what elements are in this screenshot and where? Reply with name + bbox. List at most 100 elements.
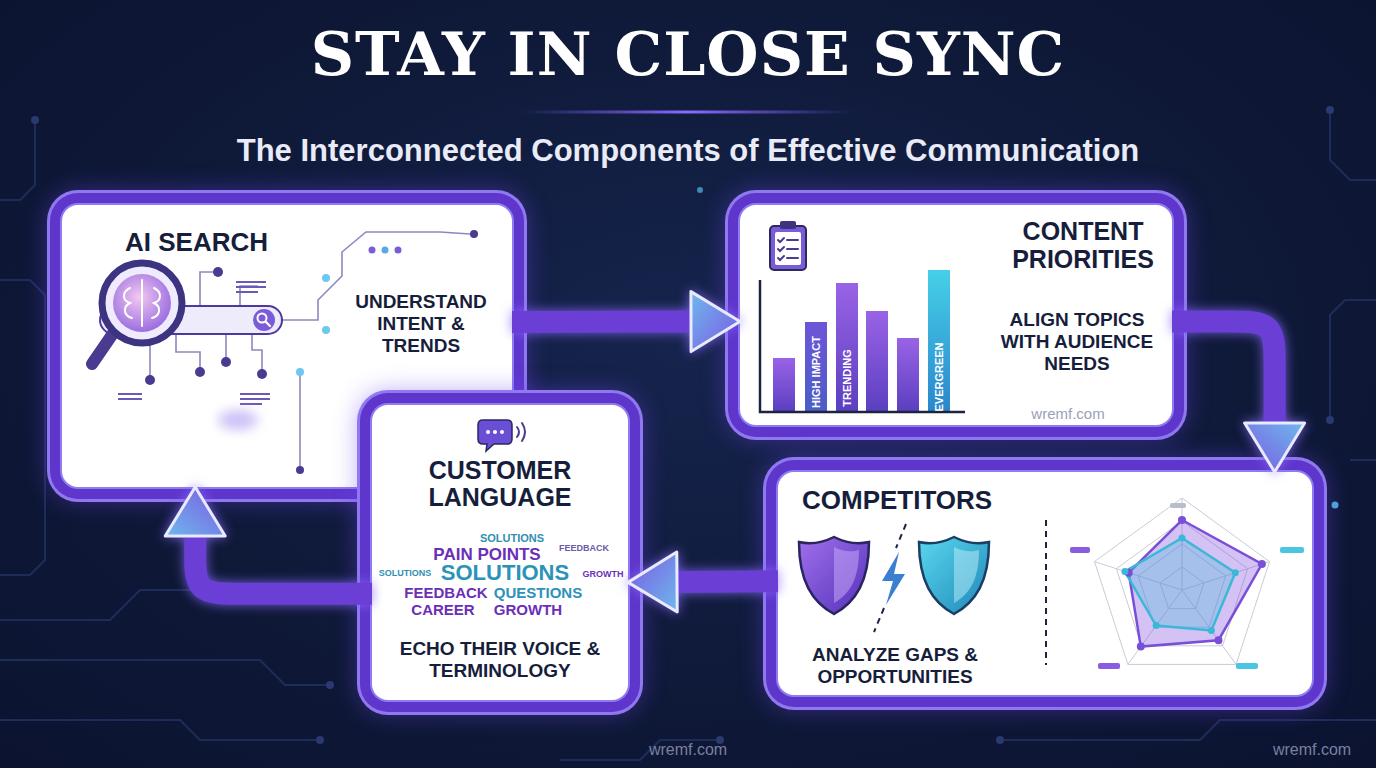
radar-tick <box>1170 503 1186 508</box>
network-line <box>150 232 470 470</box>
bar <box>928 270 950 412</box>
shield-highlight <box>834 547 859 603</box>
brain-fold <box>141 280 143 326</box>
radar-point <box>1121 568 1128 575</box>
network-dot <box>145 375 155 385</box>
progress-dots <box>369 247 376 254</box>
radar-point <box>1215 636 1223 644</box>
radar-grid <box>1095 498 1270 664</box>
flow-arrow <box>1172 322 1275 422</box>
list-icon <box>240 403 262 405</box>
network-dot <box>257 369 267 379</box>
list-icon <box>236 291 258 293</box>
brain-fold <box>124 280 160 326</box>
search-glass <box>258 314 267 323</box>
network-line <box>200 272 214 306</box>
glow-dot <box>296 368 304 376</box>
checklist-line <box>778 238 784 242</box>
circuit-trace <box>0 110 1376 760</box>
checklist-line <box>787 248 798 250</box>
bar <box>773 270 950 412</box>
radar-grid <box>1160 567 1204 609</box>
brain-fold <box>124 288 132 318</box>
radar-series <box>1129 520 1262 647</box>
network-dot <box>213 267 223 277</box>
shield-icon <box>799 537 869 614</box>
speech-dot <box>486 430 504 434</box>
checklist-line <box>787 257 798 259</box>
circuit-node <box>996 736 1004 744</box>
clipboard-icon <box>770 226 806 270</box>
network-line <box>225 334 227 358</box>
panel-card: COMPETITORS ANALYZE GAPS & OPPORTUNITIES <box>778 472 1312 695</box>
glow-dot <box>322 274 330 282</box>
panel-heading: CUSTOMER LANGUAGE <box>390 457 610 511</box>
brain-icon <box>113 274 171 332</box>
network-line <box>282 232 470 320</box>
radar-grid <box>1095 498 1270 664</box>
subtitle: The Interconnected Components of Effecti… <box>237 135 1140 166</box>
circuit-node <box>31 106 1334 744</box>
radar-grid <box>1095 562 1183 590</box>
glow-dot <box>697 187 703 193</box>
radar-point <box>1121 535 1238 635</box>
dashed-divider <box>874 608 884 632</box>
sound-wave <box>522 423 525 441</box>
radar-point <box>1137 643 1145 651</box>
shield-icon <box>919 537 989 614</box>
content-illustration <box>760 221 965 412</box>
panel-heading: COMPETITORS <box>802 485 1042 515</box>
glow-dot <box>296 274 330 376</box>
radar-point <box>1258 560 1266 568</box>
radar-tick <box>1236 663 1258 669</box>
circuit-trace <box>0 720 320 740</box>
network-dot <box>221 357 231 367</box>
list-icon <box>118 393 142 395</box>
network-line <box>299 372 301 470</box>
search-button <box>253 309 275 331</box>
circuit-node <box>326 681 334 689</box>
list-icon <box>240 398 270 400</box>
shield-highlight <box>954 547 979 603</box>
radar-point <box>1208 627 1215 634</box>
panel-card: CONTENT PRIORITIES ALIGN TOPICS WITH AUDI… <box>740 205 1172 425</box>
magnifier-ring <box>102 263 182 343</box>
speech-dot <box>486 430 490 434</box>
network-dot <box>195 367 205 377</box>
flow-arrow <box>195 537 372 594</box>
customer-illustration <box>478 420 525 451</box>
bar <box>866 311 888 412</box>
radar-point <box>1153 622 1160 629</box>
checklist-line <box>778 247 784 251</box>
panel-description: UNDERSTAND INTENT & TRENDS <box>346 291 496 357</box>
clipboard-paper <box>775 232 801 265</box>
ai-search-illustration <box>92 230 478 474</box>
checklist-line <box>778 256 784 260</box>
watermark: wremf.com <box>649 742 727 758</box>
circuit-node <box>1326 416 1334 424</box>
radar-point <box>1125 516 1266 651</box>
watermark: wremf.com <box>1273 742 1351 758</box>
glow-dot <box>1332 502 1339 509</box>
network-line <box>240 286 258 306</box>
glow-dot <box>1272 445 1279 452</box>
radar-grid <box>1182 498 1183 590</box>
list-icon <box>240 393 270 395</box>
panel-description: ALIGN TOPICS WITH AUDIENCE NEEDS <box>991 309 1163 375</box>
radar-series <box>1125 538 1235 631</box>
competitors-illustration <box>799 498 1304 669</box>
dashed-divider <box>1045 520 1047 665</box>
circuit-trace <box>0 660 330 685</box>
checklist-line <box>778 238 798 260</box>
circuit-trace <box>1350 459 1376 461</box>
checklist-line <box>787 239 798 241</box>
panel-description: ANALYZE GAPS & OPPORTUNITIES <box>785 644 1005 688</box>
dashed-divider <box>874 520 1046 665</box>
circuit-node <box>1326 106 1334 114</box>
radar-tick <box>1070 503 1304 669</box>
radar-point <box>1125 569 1133 577</box>
network-dot <box>296 466 304 474</box>
panel-heading: CONTENT PRIORITIES <box>1003 217 1163 273</box>
